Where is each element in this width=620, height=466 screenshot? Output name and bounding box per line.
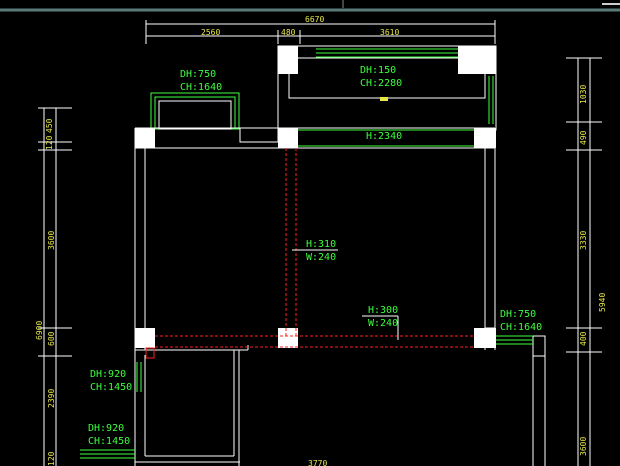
right-window — [496, 335, 533, 345]
column-tm — [278, 128, 298, 148]
dim-left-3: 3600 — [47, 231, 56, 250]
label-right-window-ch: CH:1640 — [500, 322, 542, 333]
column-bm — [278, 328, 298, 348]
right-dimension-chain — [566, 57, 602, 466]
column-tr — [474, 128, 496, 148]
label-beam-top: H:2340 — [366, 131, 402, 142]
dim-left-overall: 6900 — [35, 321, 44, 340]
column-br — [474, 328, 496, 348]
dim-left-6: 120 — [47, 451, 56, 466]
column-bl — [135, 328, 155, 348]
dim-right-1: 1030 — [579, 85, 588, 104]
dim-right-3: 3330 — [579, 231, 588, 250]
top-bar — [0, 0, 620, 10]
left-balcony-bay — [150, 92, 240, 130]
label-beam-low-w: W:240 — [368, 318, 398, 329]
column-tl — [135, 128, 155, 148]
dim-left-4: 600 — [47, 331, 56, 346]
label-left-window2-dh: DH:920 — [88, 423, 124, 434]
top-dimension-chain — [145, 20, 496, 44]
balcony-marker — [380, 97, 388, 101]
dim-top-1: 2560 — [201, 28, 220, 37]
dim-right-5: 3600 — [579, 437, 588, 456]
right-lower-wall — [532, 335, 546, 466]
dim-right-2: 490 — [579, 130, 588, 145]
label-beam-low-h: H:300 — [368, 305, 398, 316]
dim-top-3: 3610 — [380, 28, 399, 37]
label-left-window1-dh: DH:920 — [90, 369, 126, 380]
label-left-window1-ch: CH:1450 — [90, 382, 132, 393]
dim-left-5: 2390 — [47, 389, 56, 408]
balcony-column-tr — [458, 46, 496, 74]
red-marker — [145, 347, 155, 359]
dashed-beams — [155, 148, 474, 348]
balcony-column-tl — [278, 46, 298, 74]
lower-left-windows — [80, 362, 142, 459]
label-top-balcony-dh: DH:150 — [360, 65, 396, 76]
label-left-balcony-dh: DH:750 — [180, 69, 216, 80]
dim-left-1: 120 — [45, 135, 54, 150]
dim-top-2: 480 — [281, 28, 296, 37]
label-top-balcony-ch: CH:2280 — [360, 78, 402, 89]
label-beam-mid-h: H:310 — [306, 239, 336, 250]
lower-left-room — [134, 350, 240, 466]
label-left-balcony-ch: CH:1640 — [180, 82, 222, 93]
label-bottom-partial: 3770 — [308, 459, 327, 466]
dim-overall-top: 6670 — [305, 15, 324, 24]
beam-leaders — [292, 249, 399, 340]
column-wall-block — [239, 127, 279, 143]
label-left-window2-ch: CH:1450 — [88, 436, 130, 447]
main-room-walls — [134, 127, 496, 351]
top-beam-green — [298, 129, 474, 147]
label-right-window-dh: DH:750 — [500, 309, 536, 320]
dim-right-overall: 5940 — [598, 293, 607, 312]
left-dimension-chain — [38, 107, 72, 466]
label-beam-mid-w: W:240 — [306, 252, 336, 263]
dim-right-4: 400 — [579, 331, 588, 346]
dim-left-2: 450 — [45, 118, 54, 133]
